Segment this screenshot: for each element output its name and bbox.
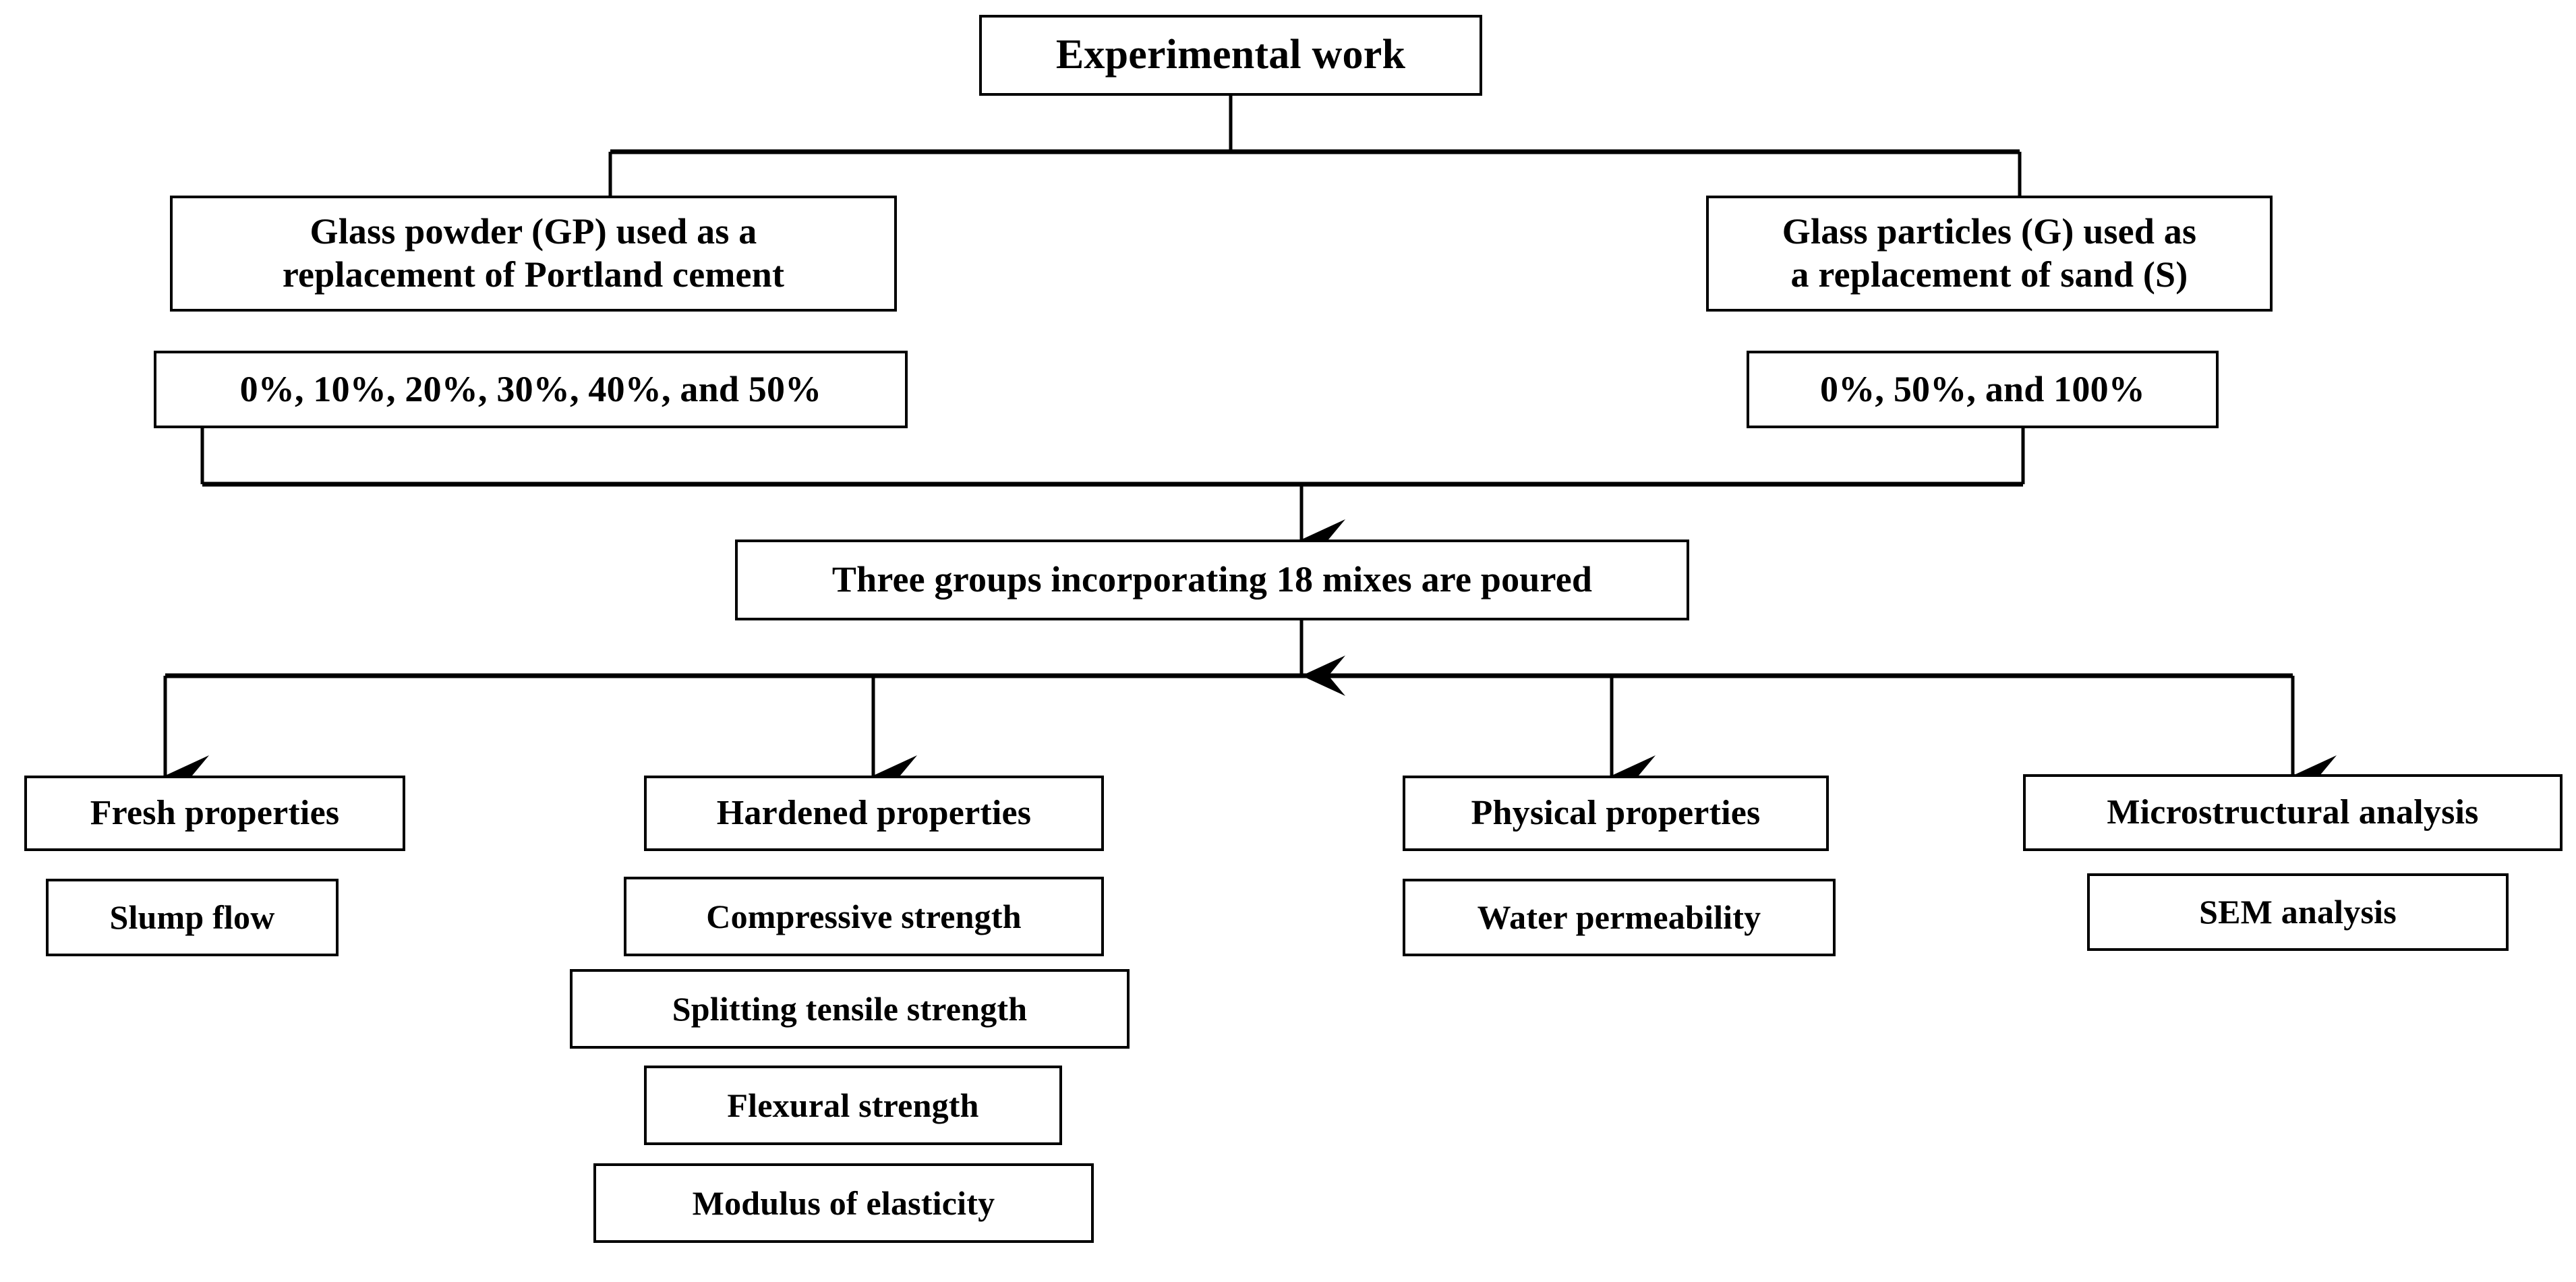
node-label: Physical properties	[1471, 794, 1761, 833]
node-label: Flexural strength	[727, 1086, 979, 1124]
node-label: Water permeability	[1477, 898, 1761, 936]
node-label: Glass particles (G) used as a replacemen…	[1782, 211, 2197, 295]
node-splitting-tensile-strength[interactable]: Splitting tensile strength	[570, 969, 1130, 1049]
node-glass-powder-dosages[interactable]: 0%, 10%, 20%, 30%, 40%, and 50%	[154, 351, 908, 428]
node-modulus-of-elasticity[interactable]: Modulus of elasticity	[593, 1163, 1094, 1243]
node-sem-analysis[interactable]: SEM analysis	[2087, 873, 2509, 951]
node-microstructural-analysis[interactable]: Microstructural analysis	[2023, 774, 2563, 851]
node-label: Modulus of elasticity	[692, 1184, 995, 1222]
node-water-permeability[interactable]: Water permeability	[1403, 879, 1836, 956]
node-label: 0%, 50%, and 100%	[1820, 368, 2145, 409]
node-compressive-strength[interactable]: Compressive strength	[624, 877, 1104, 956]
node-label: Fresh properties	[90, 794, 340, 833]
node-label: Hardened properties	[716, 794, 1032, 833]
node-label: 0%, 10%, 20%, 30%, 40%, and 50%	[239, 368, 822, 409]
node-label: Experimental work	[1055, 32, 1406, 78]
node-three-groups[interactable]: Three groups incorporating 18 mixes are …	[735, 540, 1689, 620]
node-experimental-work[interactable]: Experimental work	[979, 15, 1482, 96]
node-hardened-properties[interactable]: Hardened properties	[644, 776, 1104, 851]
node-physical-properties[interactable]: Physical properties	[1403, 776, 1829, 851]
node-glass-particles[interactable]: Glass particles (G) used as a replacemen…	[1706, 196, 2273, 312]
node-glass-particles-dosages[interactable]: 0%, 50%, and 100%	[1747, 351, 2219, 428]
node-slump-flow[interactable]: Slump flow	[46, 879, 339, 956]
node-glass-powder[interactable]: Glass powder (GP) used as a replacement …	[170, 196, 897, 312]
node-label: Glass powder (GP) used as a replacement …	[282, 211, 785, 295]
node-label: Slump flow	[109, 898, 275, 936]
node-label: Microstructural analysis	[2107, 793, 2479, 832]
node-label: Compressive strength	[706, 897, 1022, 935]
node-label: SEM analysis	[2199, 893, 2397, 931]
node-flexural-strength[interactable]: Flexural strength	[644, 1066, 1062, 1145]
node-label: Three groups incorporating 18 mixes are …	[831, 559, 1593, 600]
node-label: Splitting tensile strength	[672, 989, 1028, 1028]
node-fresh-properties[interactable]: Fresh properties	[24, 776, 405, 851]
